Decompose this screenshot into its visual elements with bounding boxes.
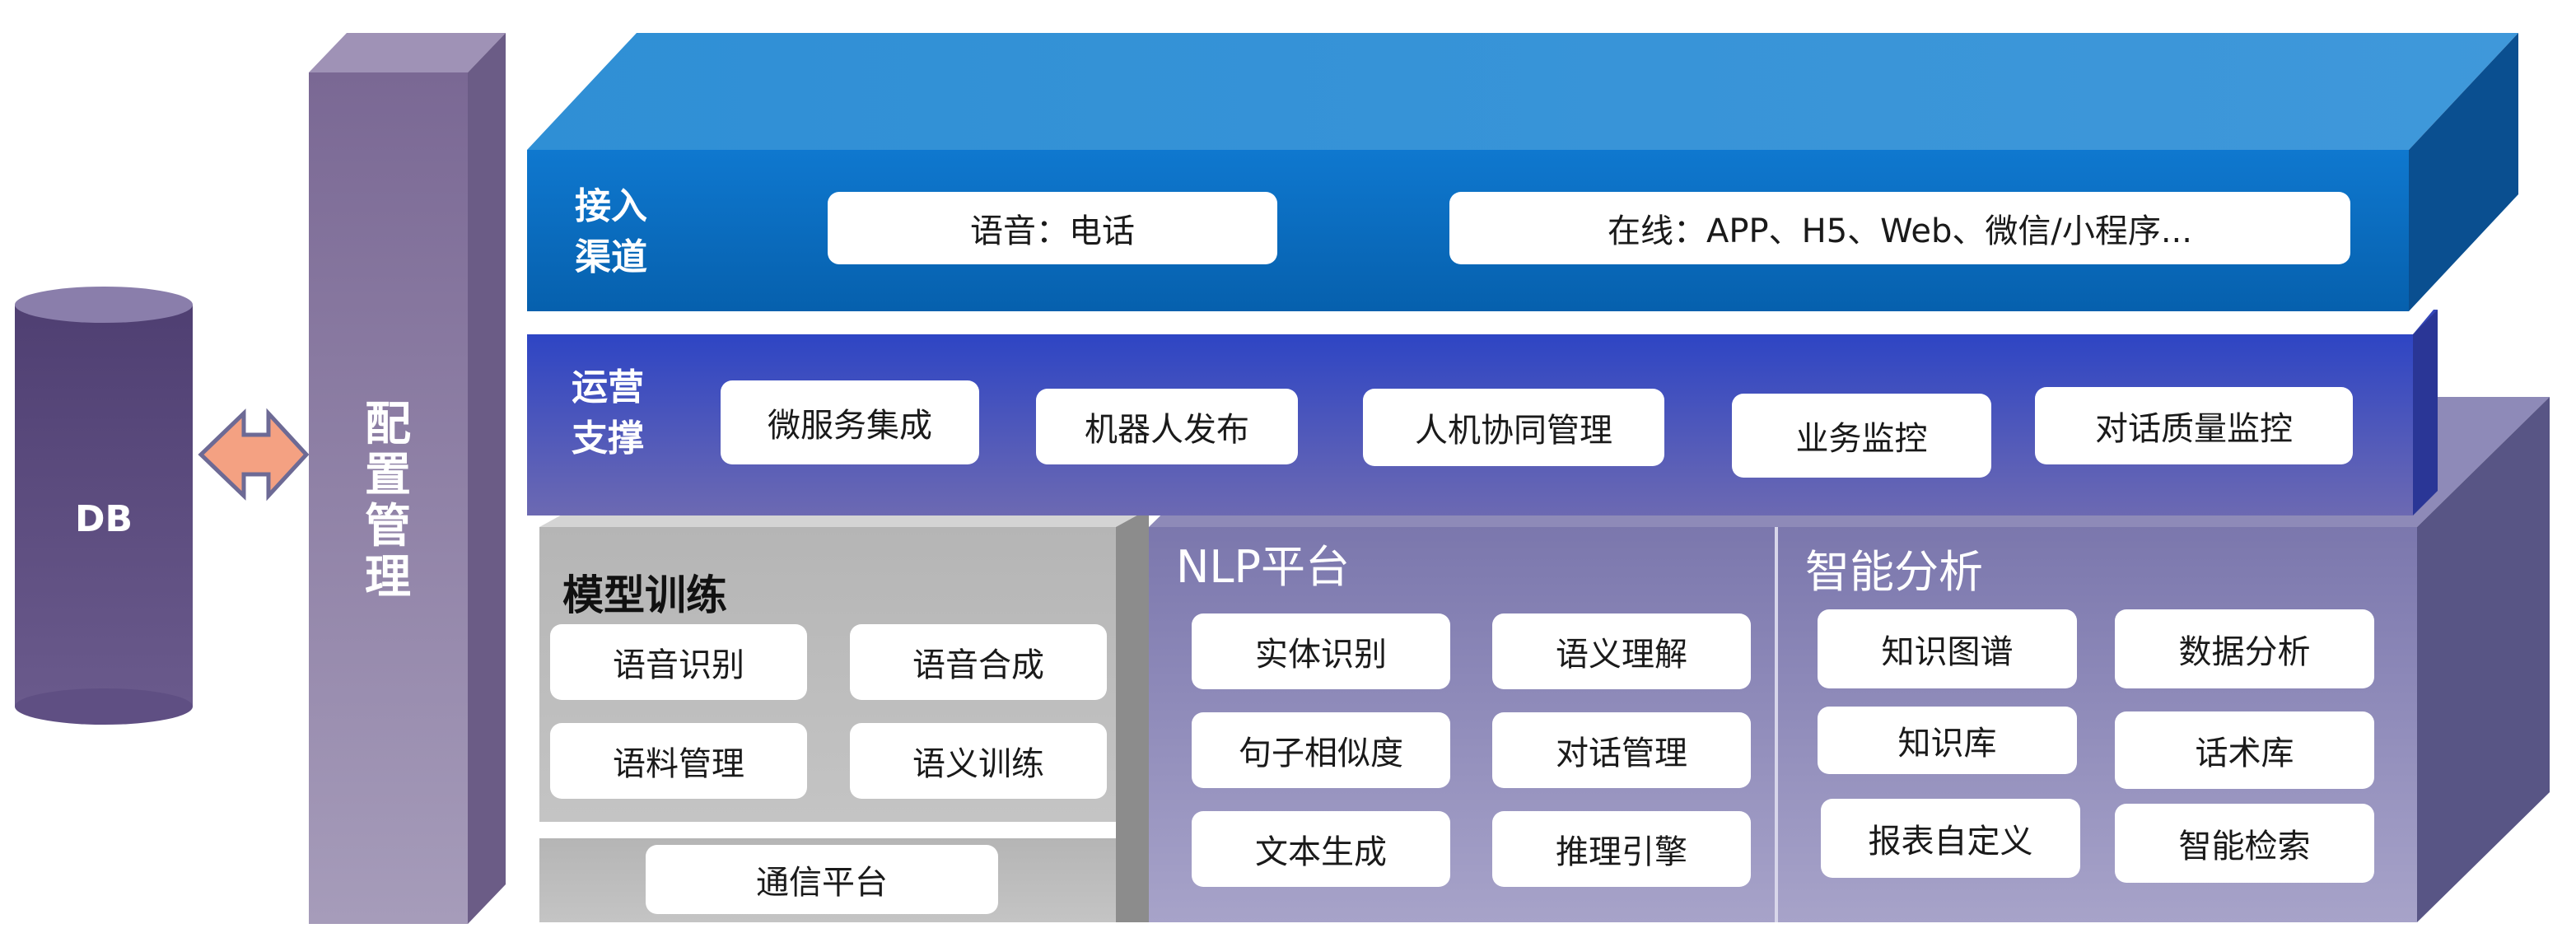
nlp-item-similarity[interactable]: 句子相似度 — [1192, 712, 1450, 788]
ops-label: 运营 支撑 — [572, 362, 644, 464]
model-item-semantic-training[interactable]: 语义训练 — [850, 723, 1107, 799]
db-label: DB — [74, 498, 133, 540]
nlp-item-text-gen-text: 文本生成 — [1255, 833, 1387, 871]
model-training-title: 模型训练 — [562, 571, 727, 619]
model-item-tts[interactable]: 语音合成 — [850, 624, 1107, 700]
nlp-item-dialog[interactable]: 对话管理 — [1492, 712, 1751, 788]
analysis-item-kg[interactable]: 知识图谱 — [1818, 609, 2077, 688]
comm-platform[interactable]: 通信平台 — [646, 845, 998, 914]
analysis-item-report[interactable]: 报表自定义 — [1821, 799, 2080, 878]
analysis-item-search[interactable]: 智能检索 — [2115, 804, 2374, 883]
ops-item-human-machine-text: 人机协同管理 — [1415, 412, 1612, 450]
analysis-item-data[interactable]: 数据分析 — [2115, 609, 2374, 688]
analysis-item-search-text: 智能检索 — [2178, 828, 2311, 865]
ops-item-robot-release-text: 机器人发布 — [1085, 411, 1249, 449]
ops-label-line-2: 支撑 — [572, 418, 644, 460]
nlp-item-ner[interactable]: 实体识别 — [1192, 613, 1450, 689]
analysis-item-script-text: 话术库 — [2195, 735, 2294, 772]
model-item-semantic-training-text: 语义训练 — [912, 745, 1044, 783]
nlp-item-inference[interactable]: 推理引擎 — [1492, 811, 1751, 887]
ops-item-monitoring-text: 业务监控 — [1795, 420, 1928, 458]
access-item-voice[interactable]: 语音：电话 — [828, 192, 1277, 264]
model-item-corpus-text: 语料管理 — [613, 745, 744, 783]
ops-item-monitoring[interactable]: 业务监控 — [1732, 394, 1991, 478]
ops-item-microservice-text: 微服务集成 — [768, 407, 932, 445]
config-label-text: 配置管理 — [365, 398, 411, 604]
analysis-item-kb[interactable]: 知识库 — [1818, 707, 2077, 774]
ops-item-quality[interactable]: 对话质量监控 — [2035, 387, 2353, 464]
access-item-online-text: 在线：APP、H5、Web、微信/小程序... — [1608, 212, 2192, 250]
analysis-item-report-text: 报表自定义 — [1868, 823, 2033, 861]
ops-item-robot-release[interactable]: 机器人发布 — [1036, 389, 1298, 464]
comm-platform-text: 通信平台 — [756, 864, 888, 902]
nlp-item-text-gen[interactable]: 文本生成 — [1192, 811, 1450, 887]
bidirectional-arrow — [198, 408, 310, 501]
nlp-item-ner-text: 实体识别 — [1255, 636, 1387, 674]
analysis-item-kb-text: 知识库 — [1897, 725, 1997, 763]
model-item-asr-text: 语音识别 — [613, 646, 744, 684]
access-label-line-2: 渠道 — [575, 236, 647, 278]
model-item-tts-text: 语音合成 — [912, 646, 1044, 684]
nlp-item-dialog-text: 对话管理 — [1556, 735, 1687, 772]
analysis-title: 智能分析 — [1805, 546, 1983, 598]
db-cylinder — [15, 287, 193, 725]
access-band — [527, 33, 2518, 311]
analysis-item-script[interactable]: 话术库 — [2115, 711, 2374, 789]
nlp-item-similarity-text: 句子相似度 — [1239, 735, 1403, 772]
analysis-item-data-text: 数据分析 — [2178, 633, 2311, 671]
ops-item-microservice[interactable]: 微服务集成 — [721, 380, 979, 464]
ops-item-human-machine[interactable]: 人机协同管理 — [1363, 389, 1664, 466]
model-item-corpus[interactable]: 语料管理 — [550, 723, 807, 799]
config-pillar — [309, 33, 506, 924]
ops-label-line-1: 运营 — [572, 366, 644, 408]
nlp-title: NLP平台 — [1176, 541, 1351, 593]
access-item-online[interactable]: 在线：APP、H5、Web、微信/小程序... — [1449, 192, 2350, 264]
access-item-voice-text: 语音：电话 — [970, 212, 1135, 250]
nlp-item-nlu-text: 语义理解 — [1556, 636, 1687, 674]
config-label: 配置管理 — [355, 399, 421, 604]
nlp-item-nlu[interactable]: 语义理解 — [1492, 613, 1751, 689]
access-label: 接入 渠道 — [575, 181, 647, 283]
nlp-item-inference-text: 推理引擎 — [1556, 833, 1687, 871]
model-item-asr[interactable]: 语音识别 — [550, 624, 807, 700]
access-label-line-1: 接入 — [575, 185, 647, 227]
ops-item-quality-text: 对话质量监控 — [2095, 410, 2293, 448]
analysis-item-kg-text: 知识图谱 — [1881, 633, 2014, 671]
